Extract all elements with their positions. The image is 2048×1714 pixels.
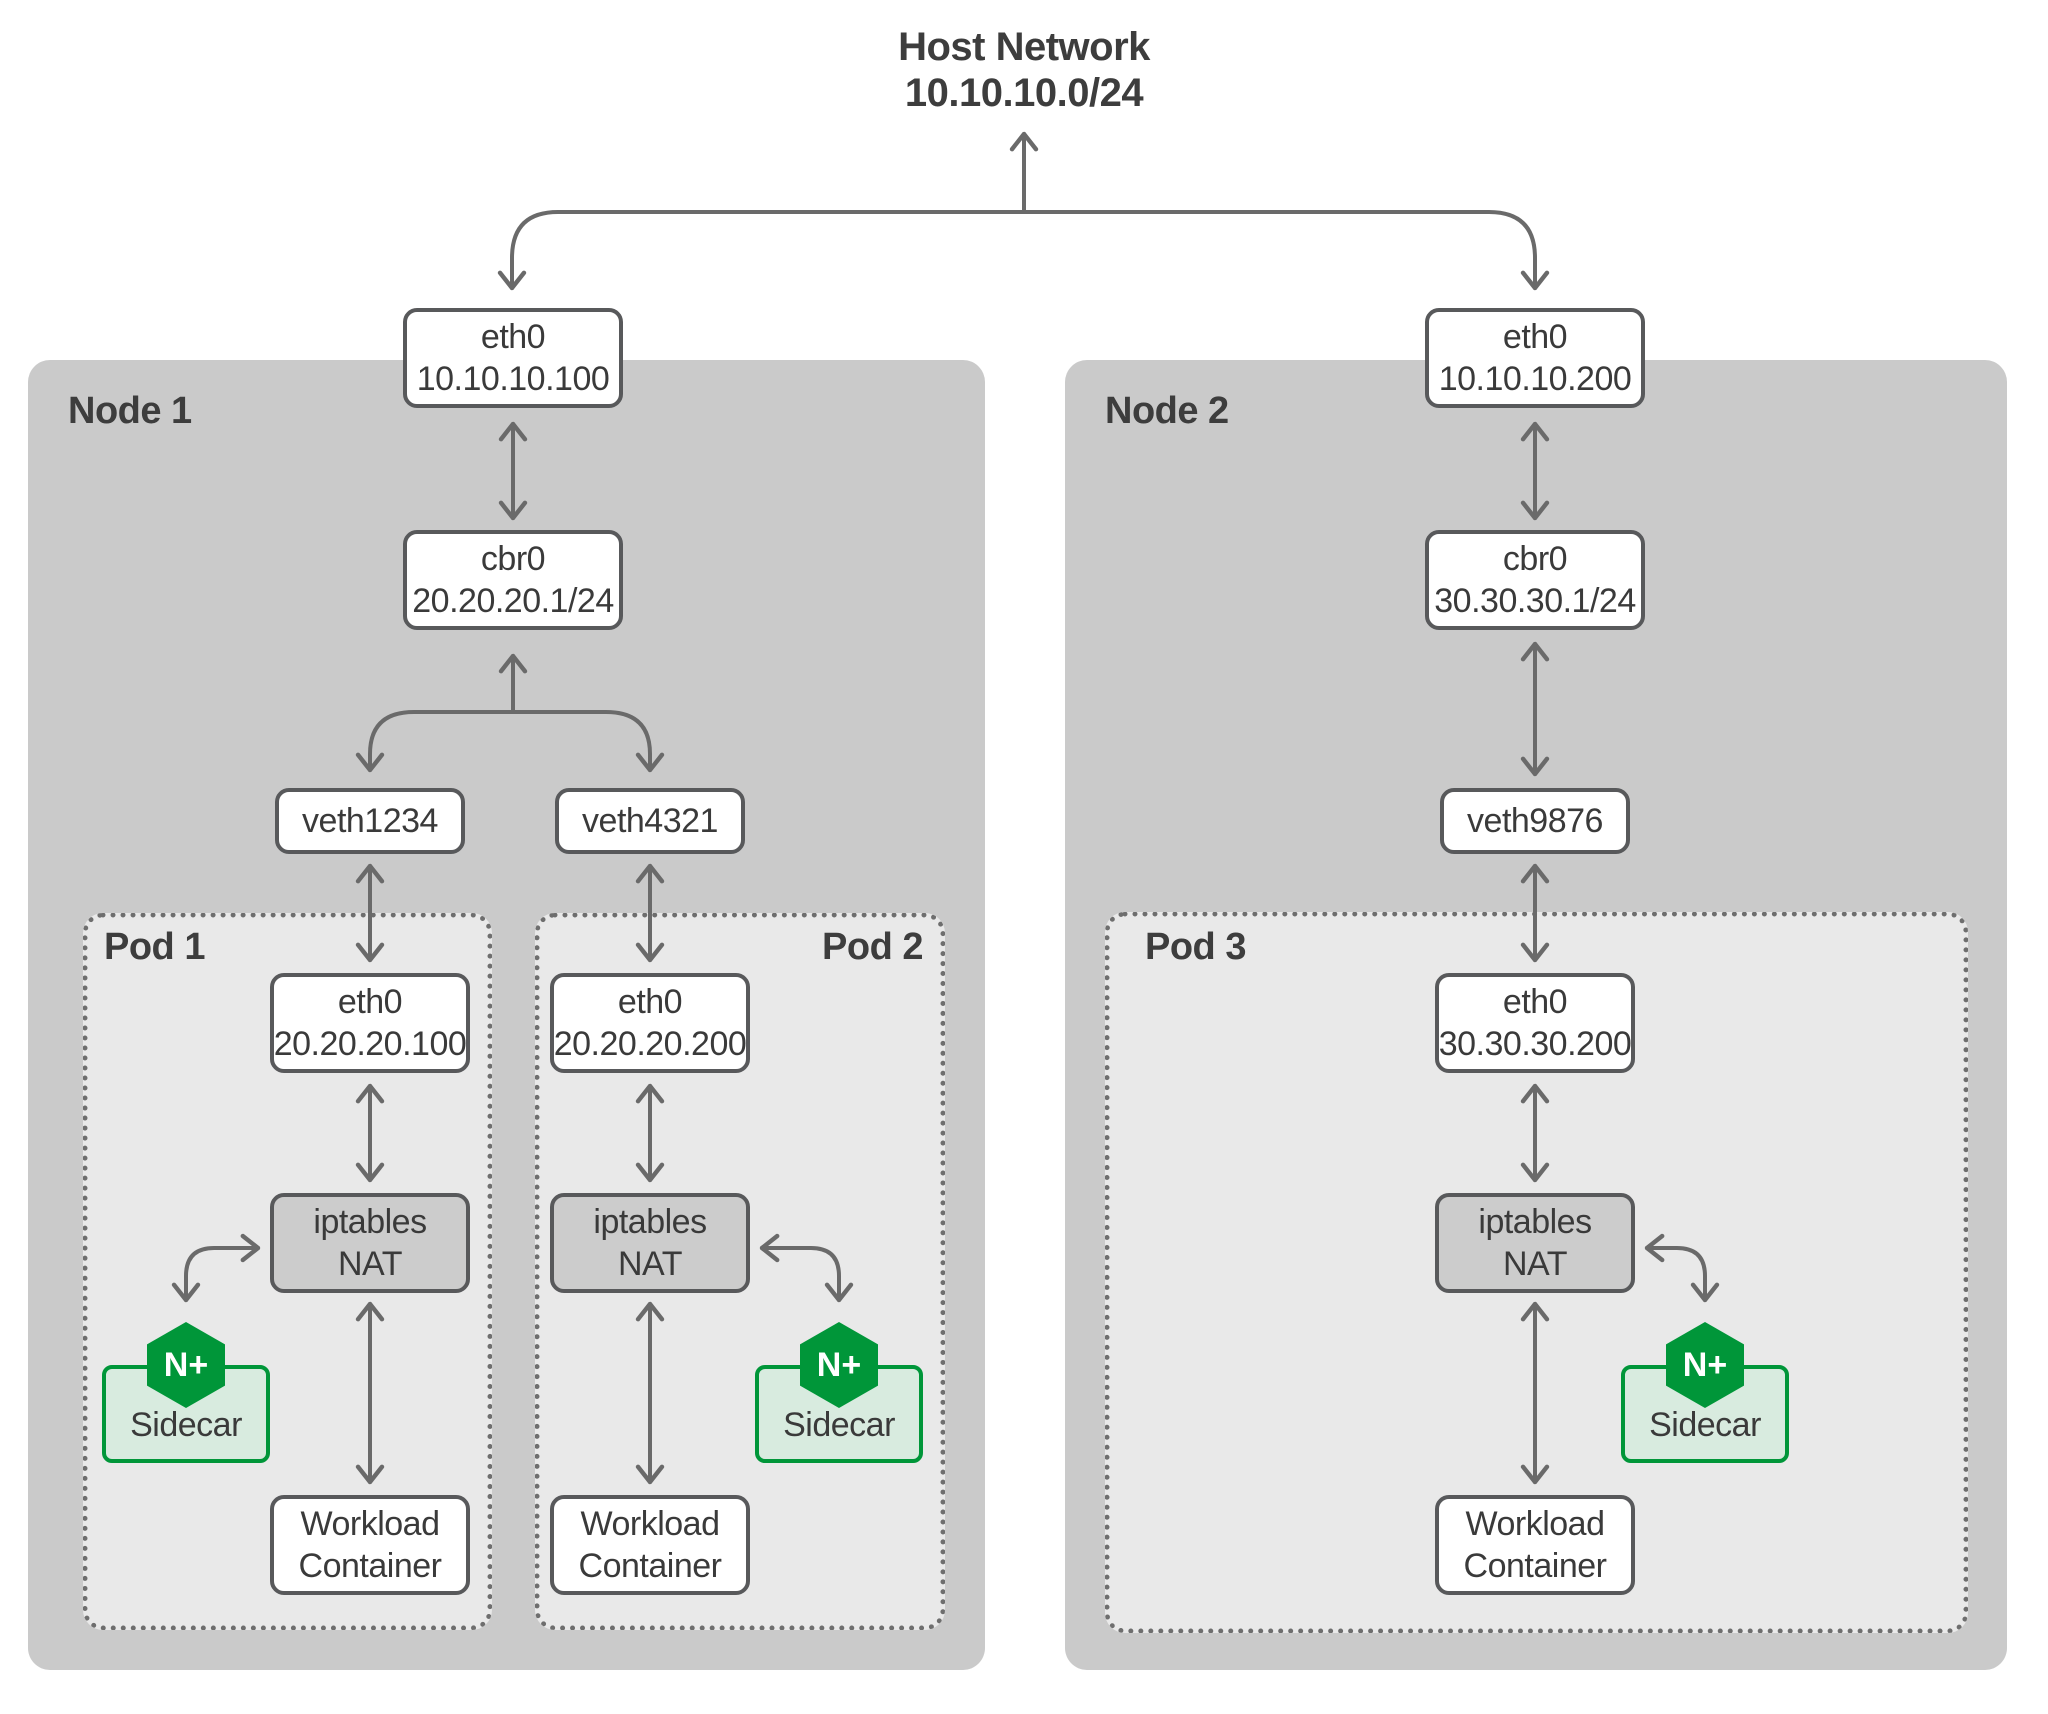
node2-eth0-box: eth0 10.10.10.200 — [1425, 308, 1645, 408]
veth1234-box: veth1234 — [275, 788, 465, 854]
arrow-hostnetwork-branch — [497, 210, 1550, 291]
node1-eth0-name: eth0 — [480, 317, 546, 356]
veth4321-label: veth4321 — [582, 801, 718, 840]
pod3-sidecar-label: Sidecar — [1649, 1406, 1761, 1444]
pod2-workload-container-box: Workload Container — [550, 1495, 750, 1595]
host-network-cidr: 10.10.10.0/24 — [904, 71, 1144, 115]
pod2-nat-line1: iptables — [593, 1202, 707, 1241]
pod1-eth0-box: eth0 20.20.20.100 — [270, 973, 470, 1073]
pod3-nginx-plus-badge: N+ — [1682, 1345, 1728, 1384]
pod3-label: Pod 3 — [1145, 926, 1246, 968]
pod3-workload-line2: Container — [1463, 1547, 1607, 1585]
pod3-workload-container-box: Workload Container — [1435, 1495, 1635, 1595]
pod1-iptables-nat-box: iptables NAT — [270, 1193, 470, 1293]
pod1-workload-line1: Workload — [300, 1504, 441, 1543]
pod3-eth0-addr: 30.30.30.200 — [1438, 1025, 1632, 1063]
node1-cbr0-addr: 20.20.20.1/24 — [412, 582, 614, 620]
pod2-eth0-box: eth0 20.20.20.200 — [550, 973, 750, 1073]
node1-eth0-box: eth0 10.10.10.100 — [403, 308, 623, 408]
pod2-workload-line1: Workload — [580, 1504, 721, 1543]
pod2-workload-line2: Container — [578, 1547, 722, 1585]
host-network-name: Host Network — [898, 25, 1150, 69]
pod1-eth0-addr: 20.20.20.100 — [273, 1025, 467, 1063]
pod3-workload-line1: Workload — [1465, 1504, 1606, 1543]
node2-eth0-addr: 10.10.10.200 — [1438, 360, 1632, 398]
pod2-label: Pod 2 — [822, 926, 923, 968]
pod3-eth0-name: eth0 — [1502, 982, 1568, 1021]
pod1-workload-line2: Container — [298, 1547, 442, 1585]
pod3-eth0-box: eth0 30.30.30.200 — [1435, 973, 1635, 1073]
pod2-eth0-name: eth0 — [617, 982, 683, 1021]
node2-cbr0-box: cbr0 30.30.30.1/24 — [1425, 530, 1645, 630]
pod2-nginx-plus-badge: N+ — [816, 1345, 862, 1384]
node1-cbr0-name: cbr0 — [480, 539, 546, 578]
pod1-nat-line2: NAT — [338, 1245, 402, 1283]
node2-cbr0-name: cbr0 — [1502, 539, 1568, 578]
veth1234-label: veth1234 — [302, 801, 438, 840]
pod3-nat-line1: iptables — [1478, 1202, 1592, 1241]
node2-eth0-name: eth0 — [1502, 317, 1568, 356]
node1-cbr0-box: cbr0 20.20.20.1/24 — [403, 530, 623, 630]
host-network-title: Host Network 10.10.10.0/24 — [0, 24, 2048, 116]
pod2-nat-line2: NAT — [618, 1245, 682, 1283]
veth9876-box: veth9876 — [1440, 788, 1630, 854]
veth4321-box: veth4321 — [555, 788, 745, 854]
pod1-eth0-name: eth0 — [337, 982, 403, 1021]
pod1-nginx-plus-badge: N+ — [163, 1345, 209, 1384]
pod1-label: Pod 1 — [104, 926, 205, 968]
pod2-iptables-nat-box: iptables NAT — [550, 1193, 750, 1293]
veth9876-label: veth9876 — [1467, 801, 1603, 840]
node1-eth0-addr: 10.10.10.100 — [416, 360, 610, 398]
pod3-nat-line2: NAT — [1503, 1245, 1567, 1283]
pod2-sidecar-label: Sidecar — [783, 1406, 895, 1444]
pod3-iptables-nat-box: iptables NAT — [1435, 1193, 1635, 1293]
pod2-eth0-addr: 20.20.20.200 — [553, 1025, 747, 1063]
node2-label: Node 2 — [1105, 390, 1229, 432]
pod1-workload-container-box: Workload Container — [270, 1495, 470, 1595]
node1-label: Node 1 — [68, 390, 192, 432]
pod3-sidecar-box: Sidecar — [1621, 1365, 1789, 1463]
pod1-sidecar-label: Sidecar — [130, 1406, 242, 1444]
node2-cbr0-addr: 30.30.30.1/24 — [1434, 582, 1636, 620]
pod1-nat-line1: iptables — [313, 1202, 427, 1241]
